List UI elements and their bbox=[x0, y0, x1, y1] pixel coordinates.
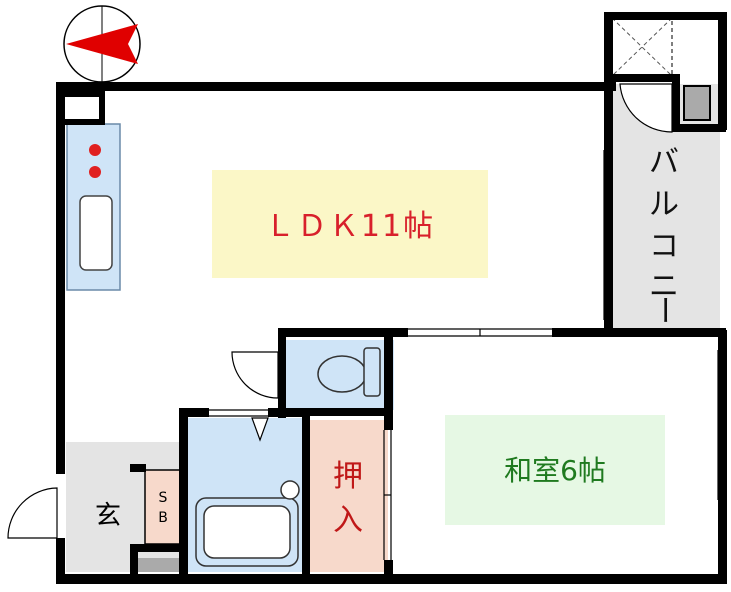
washitsu-label: 和室6帖 bbox=[504, 454, 606, 487]
walls bbox=[56, 12, 727, 584]
kitchen-counter bbox=[66, 123, 121, 291]
ac-unit-icon bbox=[611, 17, 673, 77]
oshiire-label-top: 押 bbox=[333, 459, 363, 494]
oshiire-label-bottom: 入 bbox=[333, 503, 363, 538]
sink-icon bbox=[79, 195, 113, 271]
stove-burner-icon bbox=[89, 166, 101, 178]
sliding-doors bbox=[209, 150, 725, 560]
svg-text:ー: ー bbox=[646, 295, 681, 325]
shoebox-label-bottom: B bbox=[158, 510, 168, 526]
meter-box bbox=[683, 85, 711, 121]
svg-text:コ: コ bbox=[649, 229, 679, 264]
bathtub-icon bbox=[195, 480, 300, 567]
compass-icon bbox=[63, 5, 141, 83]
genkan-label: 玄 bbox=[95, 501, 121, 531]
washitsu-label-box bbox=[445, 415, 665, 525]
pipe-space bbox=[137, 558, 179, 572]
closet-floor bbox=[308, 420, 388, 572]
svg-text:ル: ル bbox=[649, 187, 679, 222]
svg-text:バ: バ bbox=[649, 145, 679, 180]
shoebox-label-top: S bbox=[159, 490, 168, 506]
drain-icon bbox=[251, 417, 269, 442]
shoebox-floor bbox=[144, 469, 182, 545]
svg-text:ニ: ニ bbox=[649, 269, 679, 304]
balcony-label: バ ル コ ニ ー bbox=[646, 145, 681, 325]
swing-doors bbox=[7, 83, 673, 539]
ldk-label: ＬＤＫ11帖 bbox=[265, 209, 435, 244]
stove-burner-icon bbox=[89, 144, 101, 156]
ldk-label-box bbox=[212, 170, 488, 278]
toilet-icon bbox=[317, 347, 381, 397]
